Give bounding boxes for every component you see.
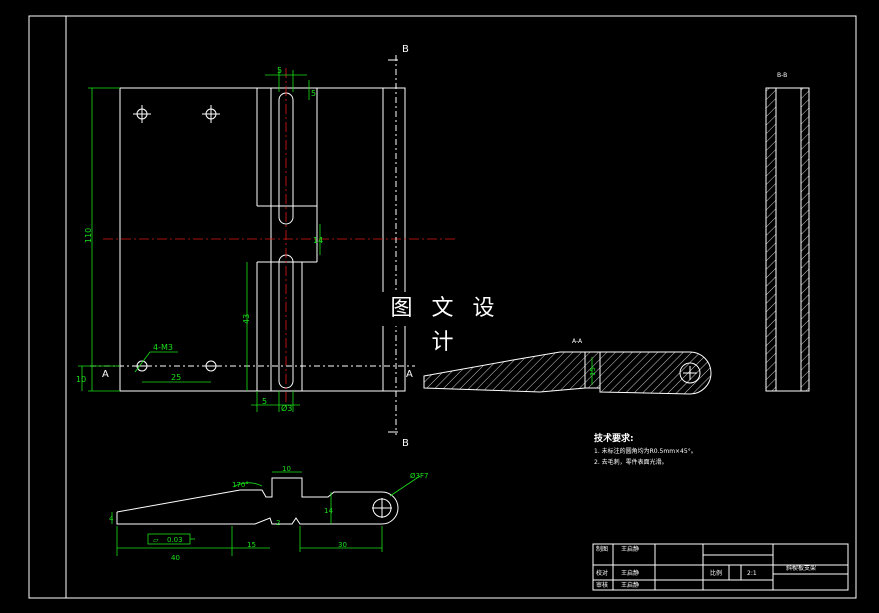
dim-end-height: 4	[109, 515, 114, 523]
technical-notes: 技术要求: 1. 未标注的圆角均为R0.5mm×45°。 2. 去毛刺，零件表面…	[594, 432, 697, 466]
hole-note: 4-M3	[153, 343, 173, 352]
dim-slot-end: 5	[311, 89, 316, 98]
section-a-right-label: A	[406, 369, 413, 380]
side-view: 170° 10 4 14 2 ▱ 0.03 40 15 30 Ø3F7	[109, 465, 428, 562]
title-part-name: 斜楔板支架	[786, 564, 816, 572]
dim-gap: 14	[313, 236, 323, 245]
dim-slot-length: 43	[242, 314, 251, 324]
tech-notes-title: 技术要求:	[594, 432, 634, 444]
section-a-left-label: A	[102, 369, 109, 380]
flatness-symbol: ▱	[153, 536, 159, 544]
title-scale-value: 2:1	[747, 570, 757, 577]
dim-slot-width: 5	[277, 66, 282, 75]
dim-len-15: 15	[247, 541, 256, 549]
title-block: 制图 王启静 校对 王启静 审核 王启静 比例 2:1 斜楔板支架	[592, 543, 849, 591]
dim-section-thickness: 15	[589, 367, 597, 376]
title-scale-label: 比例	[710, 569, 722, 577]
section-bb-title: B-B	[777, 72, 787, 79]
dim-bottom-offset: 10	[76, 375, 86, 384]
section-bb-view: B-B	[765, 72, 810, 392]
title-approve-name: 王启静	[621, 581, 639, 589]
inner-frame	[65, 15, 857, 599]
dim-top-width: 10	[282, 465, 291, 473]
title-approve-label: 审核	[596, 581, 608, 589]
section-aa-view: A-A 15	[423, 338, 712, 395]
dim-angle: 170°	[232, 481, 249, 489]
dim-small: 2	[276, 519, 280, 527]
section-aa-title: A-A	[572, 338, 583, 345]
dim-hole-spacing: 25	[171, 373, 181, 382]
dim-bottom-left: 5	[262, 397, 267, 406]
dim-hole: Ø3F7	[410, 472, 428, 480]
tech-note-1: 1. 未标注的圆角均为R0.5mm×45°。	[594, 447, 697, 455]
dim-total-height: 110	[84, 228, 93, 243]
dim-bottom-right: Ø3	[281, 403, 292, 413]
hole-top-right	[202, 105, 220, 123]
title-check-name: 王启静	[621, 569, 639, 577]
section-b-bottom-label: B	[402, 438, 409, 449]
title-design-label: 制图	[596, 545, 608, 553]
title-check-label: 校对	[596, 569, 608, 577]
tech-note-2: 2. 去毛刺，零件表面光滑。	[594, 458, 668, 466]
flatness-value: 0.03	[167, 536, 183, 544]
watermark-text: 图 文 设 计	[378, 292, 513, 355]
hole-top-left	[133, 105, 151, 123]
dim-len-40: 40	[171, 554, 180, 562]
front-view: 5 5 110 14 43 10 25 4-M3 5 Ø3 B B A A	[76, 44, 455, 449]
section-b-top-label: B	[402, 44, 409, 55]
dim-height: 14	[324, 507, 333, 515]
dim-len-30: 30	[338, 541, 347, 549]
title-design-name: 王启静	[621, 545, 639, 553]
